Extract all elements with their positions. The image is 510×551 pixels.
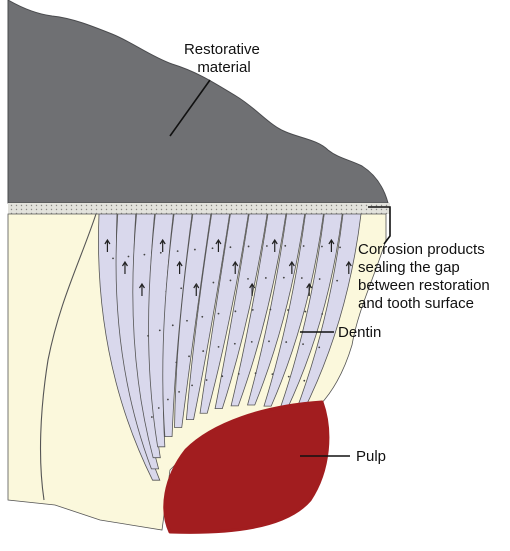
tubule-band: [185, 214, 231, 421]
tubule-speck: [158, 329, 161, 332]
tubule-speck: [159, 251, 162, 254]
tubule-arrow-icon: [345, 260, 352, 274]
tubule-band: [214, 214, 268, 410]
tubule-speck: [269, 308, 272, 311]
tubule-speck: [287, 375, 290, 378]
tubule-speck: [302, 245, 305, 247]
tubule-speck: [300, 277, 303, 279]
tubule-speck: [217, 312, 220, 315]
tubule-speck: [271, 373, 274, 376]
corrosion-label: Corrosion products sealing the gap betwe…: [358, 241, 494, 312]
tubule-speck: [112, 257, 114, 260]
tubule-speck: [285, 341, 288, 343]
tubule-band: [247, 214, 306, 406]
tubule-arrow-icon: [176, 260, 183, 274]
tubule-speck: [284, 244, 287, 247]
restorative-leader-line: [169, 79, 211, 137]
tubule-speck: [287, 309, 289, 311]
tubule-speck: [336, 279, 339, 282]
tubule-arrow-icon: [232, 260, 239, 274]
tubule-arrow-icon: [138, 282, 145, 296]
corrosion-label-line-2: sealing the gap: [358, 259, 460, 276]
tubule-speck: [265, 245, 268, 247]
tubule-band: [230, 214, 287, 407]
tubule-arrow-icon: [193, 282, 200, 296]
tubule-arrow-icon: [306, 282, 313, 296]
corrosion-label-line-4: and tooth surface: [358, 295, 474, 312]
tubule-speck: [180, 287, 183, 290]
tubule-speck: [237, 372, 240, 375]
tubule-arrow-icon: [288, 260, 295, 274]
tubule-speck: [282, 276, 285, 279]
pulp-label: Pulp: [356, 448, 386, 465]
tubule-speck: [201, 315, 204, 318]
tubule-speck: [211, 247, 214, 250]
tubule-speck: [234, 310, 237, 313]
tubule-speck: [250, 341, 253, 343]
tubule-arrow-icon: [215, 238, 222, 252]
tubule-speck: [150, 416, 153, 418]
tubule-speck: [196, 284, 198, 287]
dentin-left-boundary: [39, 213, 97, 501]
tubule-speck: [318, 346, 321, 349]
tubule-arrow-icon: [328, 238, 335, 252]
tubule-speck: [304, 310, 307, 313]
tubule-speck: [254, 372, 257, 375]
corrosion-label-line-1: Corrosion products: [358, 241, 485, 258]
tubule-speck: [247, 277, 249, 280]
tubule-speck: [191, 384, 193, 387]
tubule-arrow-icon: [104, 238, 111, 252]
tubule-arrow-icon: [271, 238, 278, 252]
tubule-band: [263, 214, 324, 407]
tubule-speck: [202, 350, 205, 352]
tubule-speck: [321, 245, 323, 248]
corrosion-label-line-3: between restoration: [358, 277, 490, 294]
tubule-speck: [229, 279, 232, 282]
tubule-arrow-icon: [121, 260, 128, 274]
tubule-speck: [178, 391, 180, 393]
corrosion-leader-line: [368, 206, 391, 245]
restorative-label-line-1: Restorative: [184, 41, 260, 58]
tubule-speck: [318, 278, 321, 280]
corrosion-layer: [8, 203, 390, 214]
tubule-arrow-icon: [249, 282, 256, 296]
tubule-speck: [193, 248, 196, 251]
tubule-speck: [339, 246, 341, 249]
tubule-speck: [212, 281, 215, 284]
restorative-label: Restorative material: [184, 41, 264, 76]
restorative-label-line-2: material: [197, 59, 250, 76]
tubule-speck: [171, 324, 174, 327]
tubule-speck: [127, 255, 130, 258]
tubule-speck: [205, 379, 208, 381]
tubule-speck: [229, 246, 232, 249]
tubule-speck: [188, 355, 190, 358]
tubule-speck: [157, 407, 160, 409]
tubule-speck: [303, 379, 306, 382]
tubule-speck: [302, 343, 304, 346]
tubule-speck: [247, 245, 250, 248]
dentin-label: Dentin: [338, 324, 381, 341]
tubule-speck: [221, 375, 224, 378]
tubule-speck: [143, 253, 146, 256]
tubule-band: [174, 214, 212, 428]
tubule-speck: [166, 398, 169, 401]
tubule-arrow-icon: [159, 238, 166, 252]
tubule-speck: [321, 313, 324, 315]
tubule-speck: [233, 342, 236, 345]
tubule-speck: [268, 340, 270, 343]
tubule-speck: [264, 277, 267, 279]
tubule-speck: [176, 250, 179, 253]
tubule-speck: [251, 309, 254, 311]
pulp: [163, 400, 330, 534]
tubule-speck: [217, 345, 220, 348]
dentinal-tubules: [98, 214, 362, 481]
restorative-material: [7, 0, 389, 204]
tubule-speck: [186, 319, 188, 322]
